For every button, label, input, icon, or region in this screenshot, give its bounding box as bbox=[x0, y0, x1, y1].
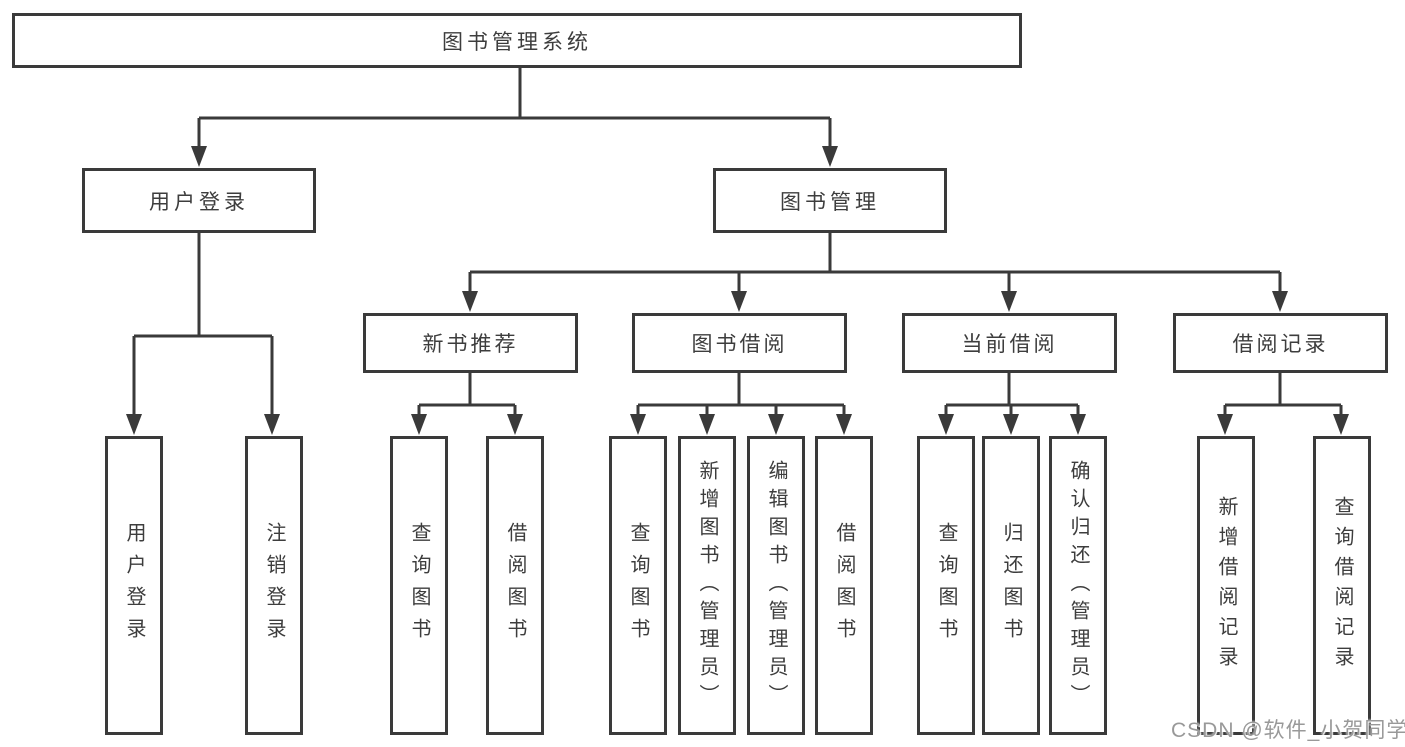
node-label: 确认归还（管理员） bbox=[1067, 459, 1089, 712]
node-label: 借阅记录 bbox=[1232, 333, 1329, 356]
node-label: 图书管理系统 bbox=[442, 30, 592, 54]
node-label: 图书借阅 bbox=[691, 333, 788, 356]
node-label: 新增图书（管理员） bbox=[696, 459, 718, 712]
node-library-system: 图书管理系统 bbox=[12, 13, 1022, 68]
node-label: 借阅图书 bbox=[504, 521, 526, 650]
node-borrowing-records: 借阅记录 bbox=[1173, 313, 1388, 373]
leaf-query-borrow-record: 查询借阅记录 bbox=[1313, 436, 1371, 735]
node-label: 注销登录 bbox=[263, 521, 285, 650]
node-label: 借阅图书 bbox=[833, 521, 855, 650]
leaf-confirm-return-admin: 确认归还（管理员） bbox=[1049, 436, 1107, 735]
leaf-return-book: 归还图书 bbox=[982, 436, 1040, 735]
node-book-management: 图书管理 bbox=[713, 168, 947, 233]
node-label: 查询图书 bbox=[408, 521, 430, 650]
leaf-query-books-borrow: 查询图书 bbox=[609, 436, 667, 735]
leaf-edit-book-admin: 编辑图书（管理员） bbox=[747, 436, 805, 735]
node-book-borrowing: 图书借阅 bbox=[632, 313, 847, 373]
leaf-user-login: 用户登录 bbox=[105, 436, 163, 735]
node-label: 新增借阅记录 bbox=[1215, 495, 1237, 676]
leaf-add-book-admin: 新增图书（管理员） bbox=[678, 436, 736, 735]
node-user-login: 用户登录 bbox=[82, 168, 316, 233]
leaf-query-books-recommend: 查询图书 bbox=[390, 436, 448, 735]
leaf-query-books-current: 查询图书 bbox=[917, 436, 975, 735]
node-current-borrowing: 当前借阅 bbox=[902, 313, 1117, 373]
node-label: 查询借阅记录 bbox=[1331, 495, 1353, 676]
node-label: 用户登录 bbox=[123, 521, 145, 650]
connector-segments bbox=[132, 68, 1343, 416]
node-label: 查询图书 bbox=[935, 521, 957, 650]
leaf-add-borrow-record: 新增借阅记录 bbox=[1197, 436, 1255, 735]
csdn-watermark: CSDN @软件_小贺同学 bbox=[1171, 719, 1405, 742]
node-label: 编辑图书（管理员） bbox=[765, 459, 787, 712]
node-label: 当前借阅 bbox=[961, 333, 1058, 356]
node-label: 新书推荐 bbox=[422, 333, 519, 356]
node-new-book-recommendation: 新书推荐 bbox=[363, 313, 578, 373]
node-label: 归还图书 bbox=[1000, 521, 1022, 650]
node-label: 图书管理 bbox=[780, 190, 880, 214]
leaf-borrow-books-recommend: 借阅图书 bbox=[486, 436, 544, 735]
node-label: 查询图书 bbox=[627, 521, 649, 650]
leaf-borrow-books-borrow: 借阅图书 bbox=[815, 436, 873, 735]
leaf-logout: 注销登录 bbox=[245, 436, 303, 735]
node-label: 用户登录 bbox=[149, 190, 249, 214]
